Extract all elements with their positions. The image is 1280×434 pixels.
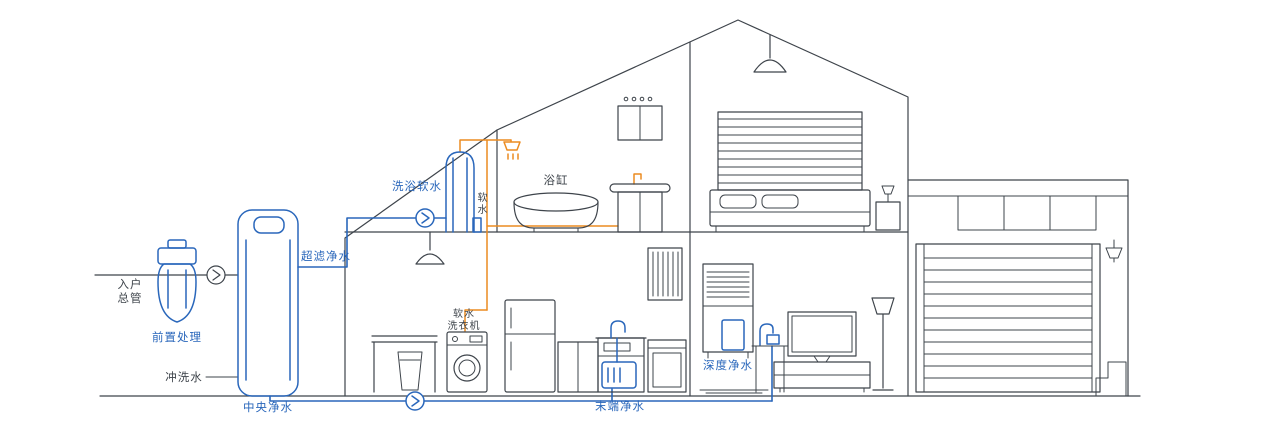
mirror-cabinet — [617, 96, 663, 141]
kitchen-faucet-icon — [610, 320, 626, 363]
dishwasher — [647, 339, 687, 393]
rug — [699, 389, 769, 394]
terminal-purifier-device — [601, 361, 637, 389]
bath-softener-label: 洗浴软水 — [392, 179, 442, 193]
inlet-label-line1: 入户 — [118, 277, 143, 291]
floor-lamp-icon — [871, 297, 895, 391]
shower-fixture-icon — [503, 139, 521, 160]
tv-unit — [773, 311, 871, 393]
deep-purifier-label: 深度净水 — [703, 358, 753, 372]
central-purifier-device — [237, 209, 299, 397]
wall-lamp-icon — [1105, 239, 1123, 263]
fridge — [504, 299, 556, 393]
washing-machine — [446, 331, 488, 393]
soft-water-pipes — [459, 139, 619, 332]
central-purifier-label: 中央净水 — [243, 400, 293, 414]
soft-water-label-line2: 水 — [478, 204, 489, 216]
house-structure — [99, 19, 1141, 397]
dispenser-side-table — [751, 345, 789, 393]
diagram-labels: 入户 总管 前置处理 中央净水 冲洗水 超滤净水 洗浴软水 软 水 浴缸 软水 … — [118, 173, 753, 414]
laundry-pendant-lamp-icon — [415, 231, 445, 265]
bathtub — [513, 192, 599, 233]
soft-water-label-line1: 软 — [478, 191, 489, 204]
inlet-label-line2: 总管 — [118, 291, 143, 305]
window-blinds — [717, 111, 863, 191]
purified-water-pipe-bottom — [269, 345, 773, 402]
pre-treatment-label: 前置处理 — [152, 330, 202, 344]
terrace-railing — [957, 195, 1097, 231]
flush-water-label: 冲洗水 — [165, 370, 203, 384]
inlet-pipe — [94, 274, 239, 378]
soft-washer-label-line2: 洗衣机 — [448, 319, 481, 332]
deep-purifier-cabinet — [702, 263, 754, 359]
laundry-table — [371, 335, 438, 393]
water-dispenser-device — [721, 319, 780, 351]
kitchen-sink-unit — [595, 337, 647, 393]
terminal-purifier-label: 末端净水 — [595, 399, 645, 413]
bed — [709, 189, 871, 233]
soft-washer-label-line1: 软水 — [453, 307, 475, 320]
flow-arrow-terminal-icon — [405, 391, 425, 411]
exterior-steps — [1095, 361, 1127, 397]
pre-filter-device — [157, 239, 197, 323]
flow-arrow-inlet-icon — [206, 265, 226, 285]
kitchen-cabinet — [557, 341, 599, 393]
bedroom-pendant-lamp-icon — [753, 34, 787, 73]
purified-water-pipe-top — [297, 217, 447, 268]
vanity-cabinet — [609, 183, 671, 233]
ultrafiltration-label: 超滤净水 — [301, 249, 351, 263]
radiator — [647, 247, 683, 301]
garage-door — [915, 243, 1101, 393]
vanity-faucet-icon — [633, 173, 642, 185]
bath-softener-device — [445, 151, 482, 233]
flow-arrow-softener-icon — [415, 208, 435, 228]
nightstand — [875, 185, 901, 231]
bathtub-label: 浴缸 — [544, 173, 569, 187]
